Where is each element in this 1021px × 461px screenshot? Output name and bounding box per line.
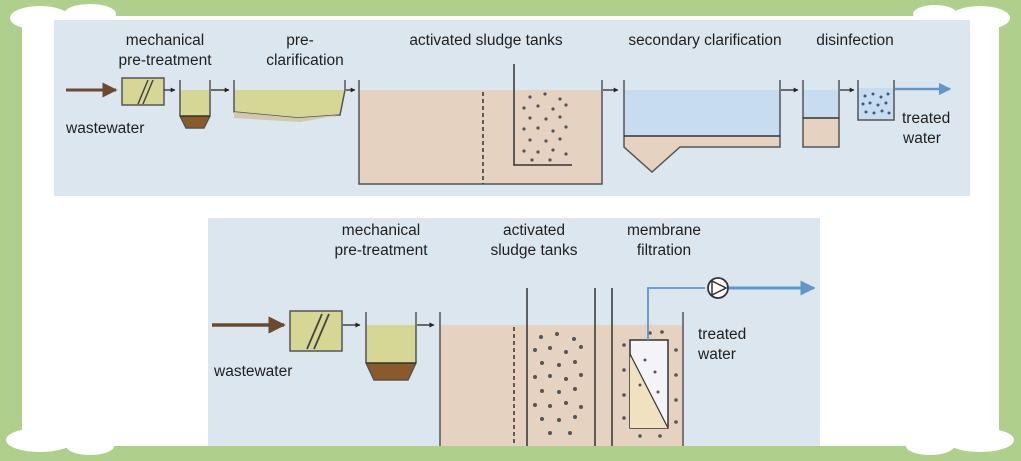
bottom-screen-unit	[289, 310, 343, 352]
label-bottom-filtration: filtration	[636, 242, 692, 259]
label-top-pre: pre-	[286, 32, 314, 49]
bottom-membrane-module	[622, 287, 705, 438]
label-top-secondary-clarification: secondary clarification	[628, 32, 782, 49]
top-process-diagram	[54, 20, 970, 196]
label-top-water: water	[903, 130, 941, 147]
top-disinfection-unit	[857, 80, 895, 121]
label-top-treated: treated	[902, 110, 951, 127]
top-pre-clarifier	[233, 80, 346, 122]
bottom-grit-chamber	[365, 312, 417, 381]
top-screen-unit	[121, 77, 165, 106]
label-bottom-wastewater: wastewater	[214, 363, 293, 380]
top-activated-sludge-tank	[358, 64, 603, 185]
pump-icon	[707, 277, 729, 299]
label-top-disinfection: disinfection	[816, 32, 894, 49]
label-bottom-sludge-tanks: sludge tanks	[490, 242, 578, 259]
label-top-clarification: clarification	[266, 52, 344, 69]
label-bottom-membrane: membrane	[626, 222, 702, 239]
top-grit-chamber	[179, 80, 211, 129]
top-final-tank	[802, 80, 840, 148]
decorative-clouds	[6, 4, 1014, 455]
bottom-aeration-bubbles	[533, 332, 583, 435]
top-aeration-bubbles	[522, 92, 568, 162]
top-secondary-clarifier	[623, 80, 781, 174]
label-top-pretreatment: pre-treatment	[118, 52, 212, 69]
label-top-activated-sludge: activated sludge tanks	[409, 32, 563, 49]
label-bottom-treated: treated	[698, 326, 747, 343]
label-bottom-water: water	[698, 346, 736, 363]
label-top-mechanical: mechanical	[125, 32, 205, 49]
label-bottom-pretreatment: pre-treatment	[334, 242, 428, 259]
label-bottom-activated: activated	[502, 222, 566, 239]
bottom-process-diagram	[208, 218, 820, 446]
label-bottom-mechanical: mechanical	[341, 222, 421, 239]
label-top-wastewater: wastewater	[66, 120, 145, 137]
